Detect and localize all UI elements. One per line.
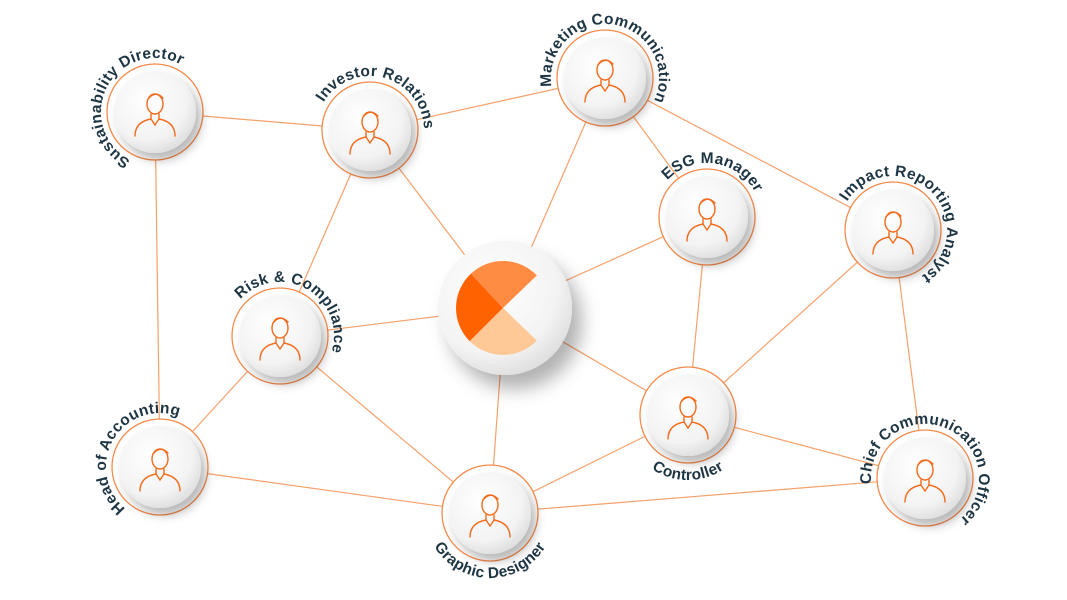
node-hoa[interactable]: Head of Accounting xyxy=(93,400,209,518)
person-glasses-icon xyxy=(667,396,709,440)
node-cco[interactable]: Chief Communication Officer xyxy=(858,411,992,530)
node-disc xyxy=(329,89,411,171)
edge-gd-cco xyxy=(489,477,926,514)
node-esg[interactable]: ESG Manager xyxy=(658,150,766,266)
person-icon xyxy=(259,317,301,361)
node-rc[interactable]: Risk & Compliance xyxy=(231,269,348,385)
node-ctrl[interactable]: Controller xyxy=(639,366,737,484)
logo-wedge-light xyxy=(469,308,537,355)
node-disc xyxy=(666,176,748,258)
person-long-hair-icon xyxy=(686,198,728,242)
node-ir[interactable]: Investor Relations xyxy=(313,63,437,179)
logo-wedge-mid xyxy=(470,261,537,308)
person-suit-icon xyxy=(139,448,181,492)
edge-sd-hoa xyxy=(154,111,161,468)
person-short-hair-icon xyxy=(904,459,946,503)
node-disc xyxy=(239,295,321,377)
person-glasses-icon xyxy=(469,494,511,538)
person-hat-icon xyxy=(584,59,626,103)
node-disc xyxy=(647,374,729,456)
node-disc xyxy=(564,37,646,119)
edge-hoa-gd xyxy=(159,466,491,514)
node-disc xyxy=(884,437,966,519)
person-icon xyxy=(349,111,391,155)
node-gd[interactable]: Graphic Designer xyxy=(431,464,550,582)
center-logo xyxy=(438,241,572,375)
node-disc xyxy=(114,71,196,153)
node-disc xyxy=(852,189,934,271)
node-disc xyxy=(119,426,201,508)
edge-mc-ira xyxy=(604,77,894,231)
node-sd[interactable]: Sustainability Director xyxy=(88,45,204,171)
node-disc xyxy=(449,472,531,554)
person-tie-icon xyxy=(872,211,914,255)
node-mc[interactable]: Marketing Communication xyxy=(538,11,672,127)
person-curly-hair-icon xyxy=(134,93,176,137)
node-ira[interactable]: Impact Reporting Analyst xyxy=(836,163,960,287)
logo-wedge-dark xyxy=(456,273,503,342)
